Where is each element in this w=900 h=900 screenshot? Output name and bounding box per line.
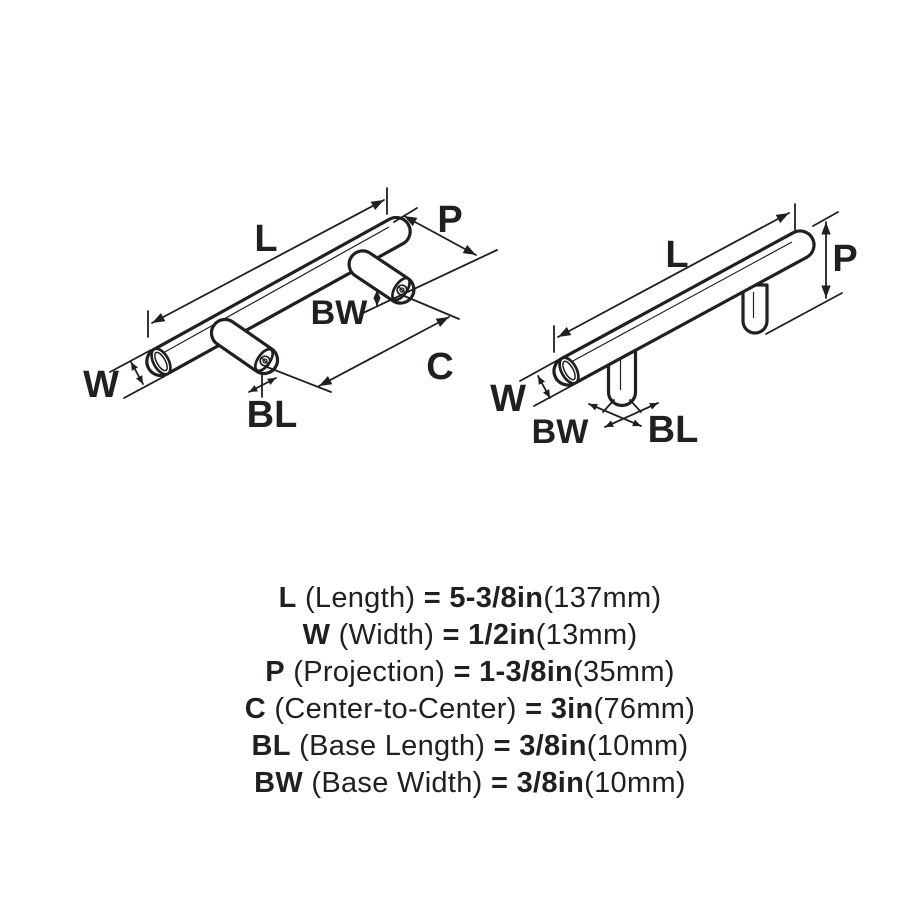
dimension-projection: P (765, 211, 858, 335)
dimension-length: L (147, 187, 388, 338)
label-BL: BL (247, 394, 298, 436)
legend-row-base-width: BW (Base Width) = 3/8in(10mm) (40, 765, 900, 802)
mounting-post-near (209, 317, 280, 376)
dimension-base-length: BL (247, 373, 298, 436)
equals-sign: = (490, 767, 509, 799)
dimension-width: W (490, 359, 574, 420)
dimension-width: W (83, 349, 166, 406)
dim-name: (Base Width) (311, 767, 483, 799)
legend-row-length: L (Length) = 5-3/8in(137mm) (40, 580, 900, 617)
label-BW: BW (311, 294, 369, 332)
dim-value-imperial: 1-3/8in (479, 656, 574, 688)
label-L: L (665, 234, 688, 276)
dim-name: (Center-to-Center) (274, 693, 517, 725)
label-L: L (254, 218, 277, 260)
dim-value-imperial: 3/8in (516, 767, 585, 799)
pull-isometric-view: L P BW C (83, 187, 498, 436)
label-W: W (490, 378, 526, 420)
dim-value-imperial: 5-3/8in (449, 582, 544, 614)
dim-name: (Base Length) (299, 730, 486, 762)
bar-end-face-rim (154, 351, 168, 372)
bar-end-face (558, 356, 580, 385)
equals-sign: = (525, 693, 543, 725)
dim-name: (Width) (338, 619, 435, 651)
dim-value-metric: (13mm) (535, 619, 638, 651)
label-W: W (83, 364, 119, 406)
bar-end-face-rim (562, 360, 576, 381)
equals-sign: = (442, 619, 460, 651)
equals-sign: = (423, 582, 441, 614)
legend-row-width: W (Width) = 1/2in(13mm) (40, 617, 900, 654)
dim-value-metric: (10mm) (586, 730, 689, 762)
dim-value-imperial: 3/8in (519, 730, 587, 762)
dimension-projection: P (362, 199, 498, 314)
dim-code: P (265, 656, 285, 688)
dim-code: BL (251, 730, 291, 762)
dimension-legend: L (Length) = 5-3/8in(137mm) W (Width) = … (0, 580, 900, 802)
dim-code: BW (254, 767, 304, 799)
dim-code: W (302, 619, 331, 651)
dimension-center-to-center: C (266, 294, 460, 393)
bar-end-face (150, 347, 172, 376)
dimension-base-length: BL (604, 399, 699, 451)
label-BL: BL (648, 409, 699, 451)
label-P: P (832, 238, 857, 280)
dim-value-imperial: 1/2in (468, 619, 536, 651)
dim-value-metric: (35mm) (573, 656, 675, 688)
dim-value-imperial: 3in (550, 693, 594, 725)
handle-bar (145, 215, 412, 378)
legend-row-projection: P (Projection) = 1-3/8in(35mm) (40, 654, 900, 691)
dim-code: L (278, 582, 297, 614)
dimension-length: L (553, 203, 796, 353)
dim-value-metric: (10mm) (584, 767, 686, 799)
dimension-base-width: BW (532, 399, 642, 451)
equals-sign: = (493, 730, 511, 762)
pull-side-view: L P W BW (490, 203, 858, 451)
legend-row-center-to-center: C (Center-to-Center) = 3in(76mm) (40, 691, 900, 728)
mounting-post-far (741, 283, 769, 335)
label-C: C (426, 346, 453, 388)
dimension-drawing: L P BW C (83, 187, 858, 451)
screw-hole (259, 355, 271, 367)
dim-name: (Length) (304, 582, 416, 614)
dim-code: C (244, 693, 267, 725)
equals-sign: = (453, 656, 471, 688)
dim-name: (Projection) (293, 656, 446, 688)
dim-value-metric: (137mm) (543, 582, 662, 614)
dimension-base-width: BW (311, 289, 381, 332)
dim-value-metric: (76mm) (593, 693, 696, 725)
label-BW: BW (532, 413, 590, 451)
legend-row-base-length: BL (Base Length) = 3/8in(10mm) (40, 728, 900, 765)
label-P: P (437, 199, 462, 241)
